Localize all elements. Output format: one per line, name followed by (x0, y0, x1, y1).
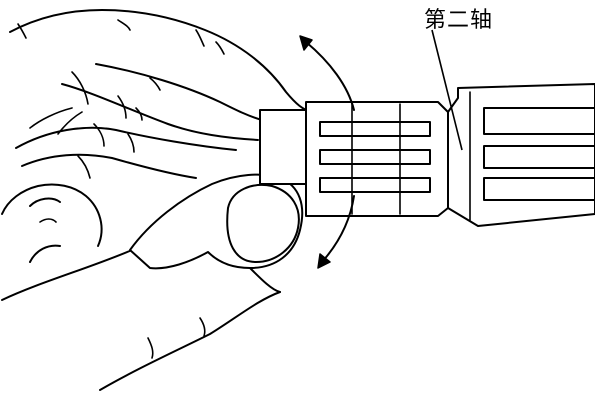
rotation-arrow-down-icon (317, 195, 355, 269)
second-shaft (447, 83, 595, 227)
thumb (129, 173, 304, 293)
second-shaft-label: 第二轴 (424, 8, 494, 33)
gear-body (259, 101, 449, 217)
callout-leader-line (431, 29, 463, 151)
hand-upper-outline (9, 9, 313, 179)
rotation-arrow-up-icon (299, 35, 355, 111)
